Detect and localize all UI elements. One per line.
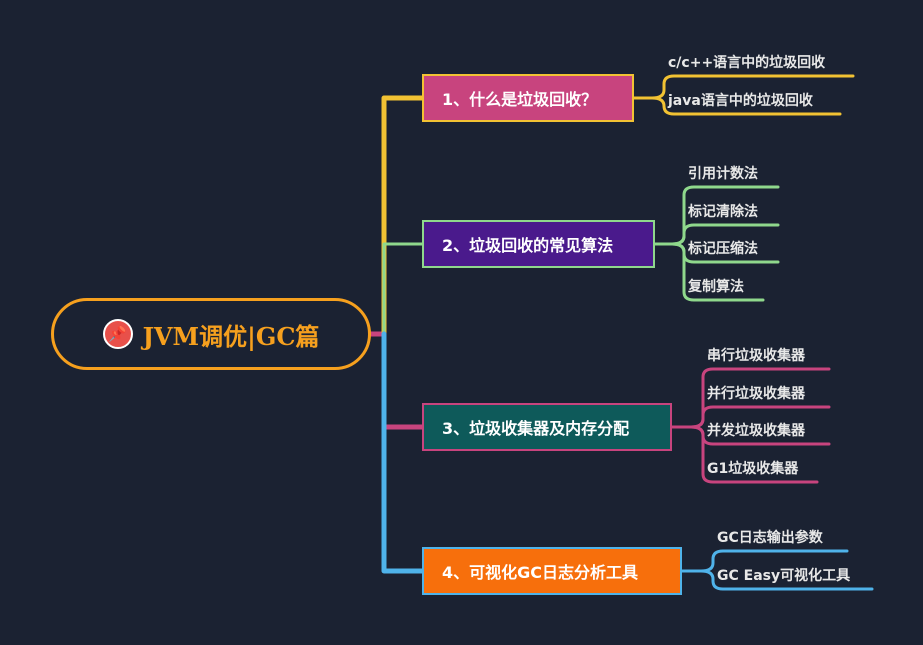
leaf-connector [680,569,874,591]
trunk-connector [381,95,425,337]
branch-node-2[interactable]: 2、垃圾回收的常见算法 [422,220,655,268]
leaf-connector [653,242,765,302]
branch-label: 4、可视化GC日志分析工具 [442,563,639,582]
trunk-connector [381,331,425,574]
branch-node-4[interactable]: 4、可视化GC日志分析工具 [422,547,682,595]
branch-label: 1、什么是垃圾回收？ [442,90,598,109]
leaf-node[interactable]: c/c++语言中的垃圾回收 [668,55,826,71]
leaf-node[interactable]: 标记压缩法 [688,241,758,257]
branch-label: 2、垃圾回收的常见算法 [442,236,614,255]
leaf-node[interactable]: 并行垃圾收集器 [707,386,805,402]
leaf-connector [632,96,842,116]
branch-node-1[interactable]: 1、什么是垃圾回收？ [422,74,634,122]
root-node[interactable]: 📌 JVM调优|GC篇 [51,298,371,370]
leaf-node[interactable]: 复制算法 [688,279,744,295]
leaf-node[interactable]: 串行垃圾收集器 [707,348,805,364]
leaf-node[interactable]: G1垃圾收集器 [707,461,799,477]
leaf-node[interactable]: GC日志输出参数 [717,530,823,546]
trunk-connector [382,242,424,336]
leaf-node[interactable]: 引用计数法 [688,166,758,182]
leaf-node[interactable]: 标记清除法 [688,204,758,220]
root-title: JVM调优|GC篇 [142,321,320,351]
trunk-connector [381,331,425,430]
branch-node-3[interactable]: 3、垃圾收集器及内存分配 [422,403,672,451]
branch-label: 3、垃圾收集器及内存分配 [442,419,630,438]
leaf-node[interactable]: java语言中的垃圾回收 [668,93,813,109]
pushpin-icon: 📌 [102,319,133,349]
leaf-node[interactable]: GC Easy可视化工具 [717,568,851,584]
leaf-connector [670,425,819,484]
leaf-node[interactable]: 并发垃圾收集器 [707,423,805,439]
